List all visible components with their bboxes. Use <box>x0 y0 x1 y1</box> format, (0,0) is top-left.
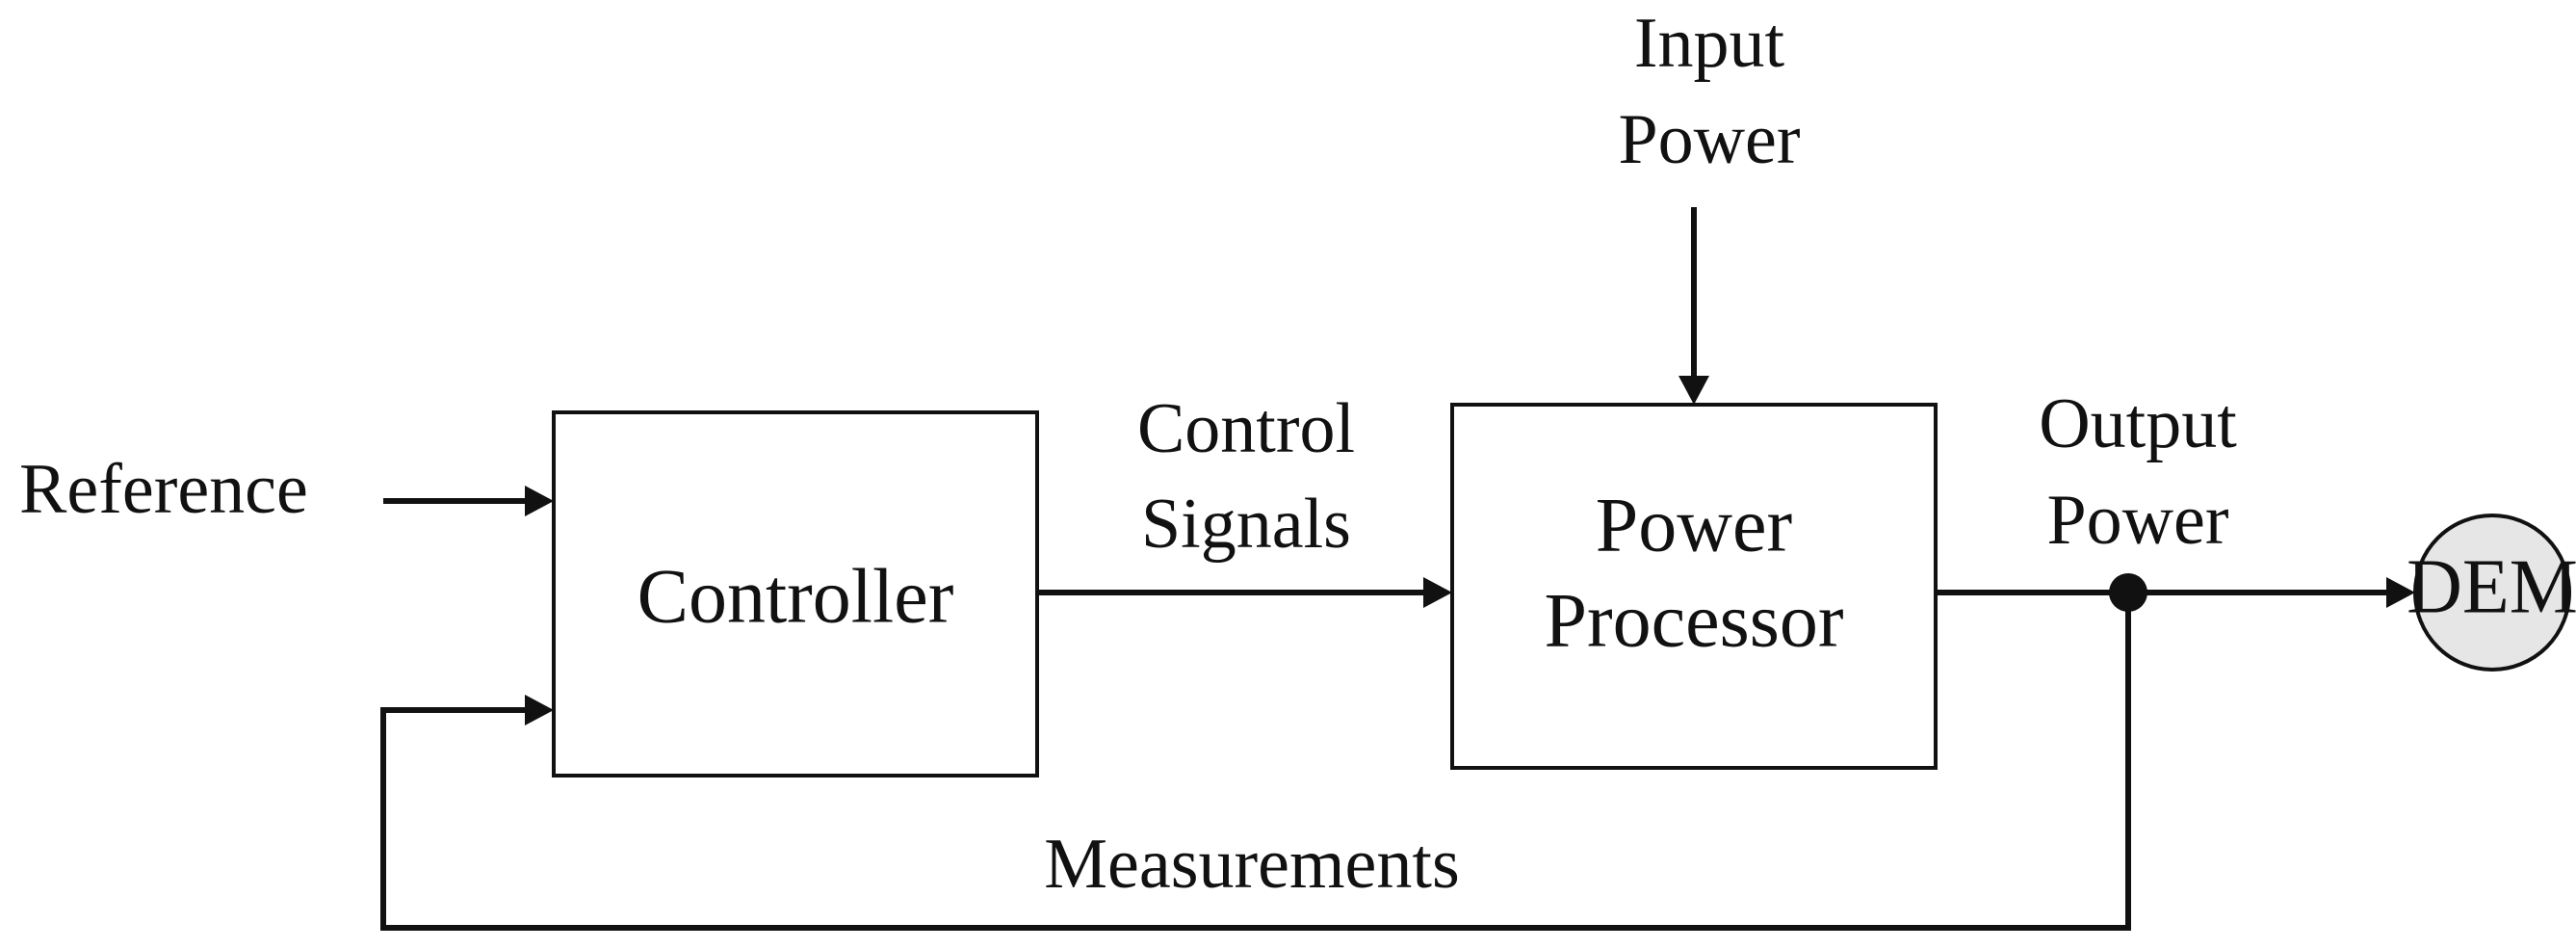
reference-arrowhead <box>525 486 554 516</box>
power-processor-box <box>1450 403 1938 770</box>
dem-label: DEM <box>2407 544 2576 629</box>
input-power-arrowhead <box>1678 376 1709 405</box>
power-processor-label-line1: Power <box>1596 483 1792 567</box>
measurements-label: Measurements <box>1044 825 1460 904</box>
measurements-feedback-line <box>380 593 2131 931</box>
controller-box <box>552 410 1039 778</box>
control-signals-label-line2: Signals <box>1141 485 1351 564</box>
reference-label: Reference <box>19 450 308 529</box>
control-signals-arrowhead <box>1423 577 1452 608</box>
output-power-label-line2: Power <box>2046 481 2228 560</box>
controller-label: Controller <box>637 554 954 639</box>
output-power-arrowhead <box>2386 577 2415 608</box>
output-power-label-line1: Output <box>2039 384 2237 463</box>
measurements-arrowhead <box>525 695 554 725</box>
control-signals-label-line1: Control <box>1137 389 1355 468</box>
power-processor-label-line2: Processor <box>1544 578 1843 663</box>
input-power-label-line2: Power <box>1618 100 1800 179</box>
input-power-label-line1: Input <box>1634 4 1785 83</box>
